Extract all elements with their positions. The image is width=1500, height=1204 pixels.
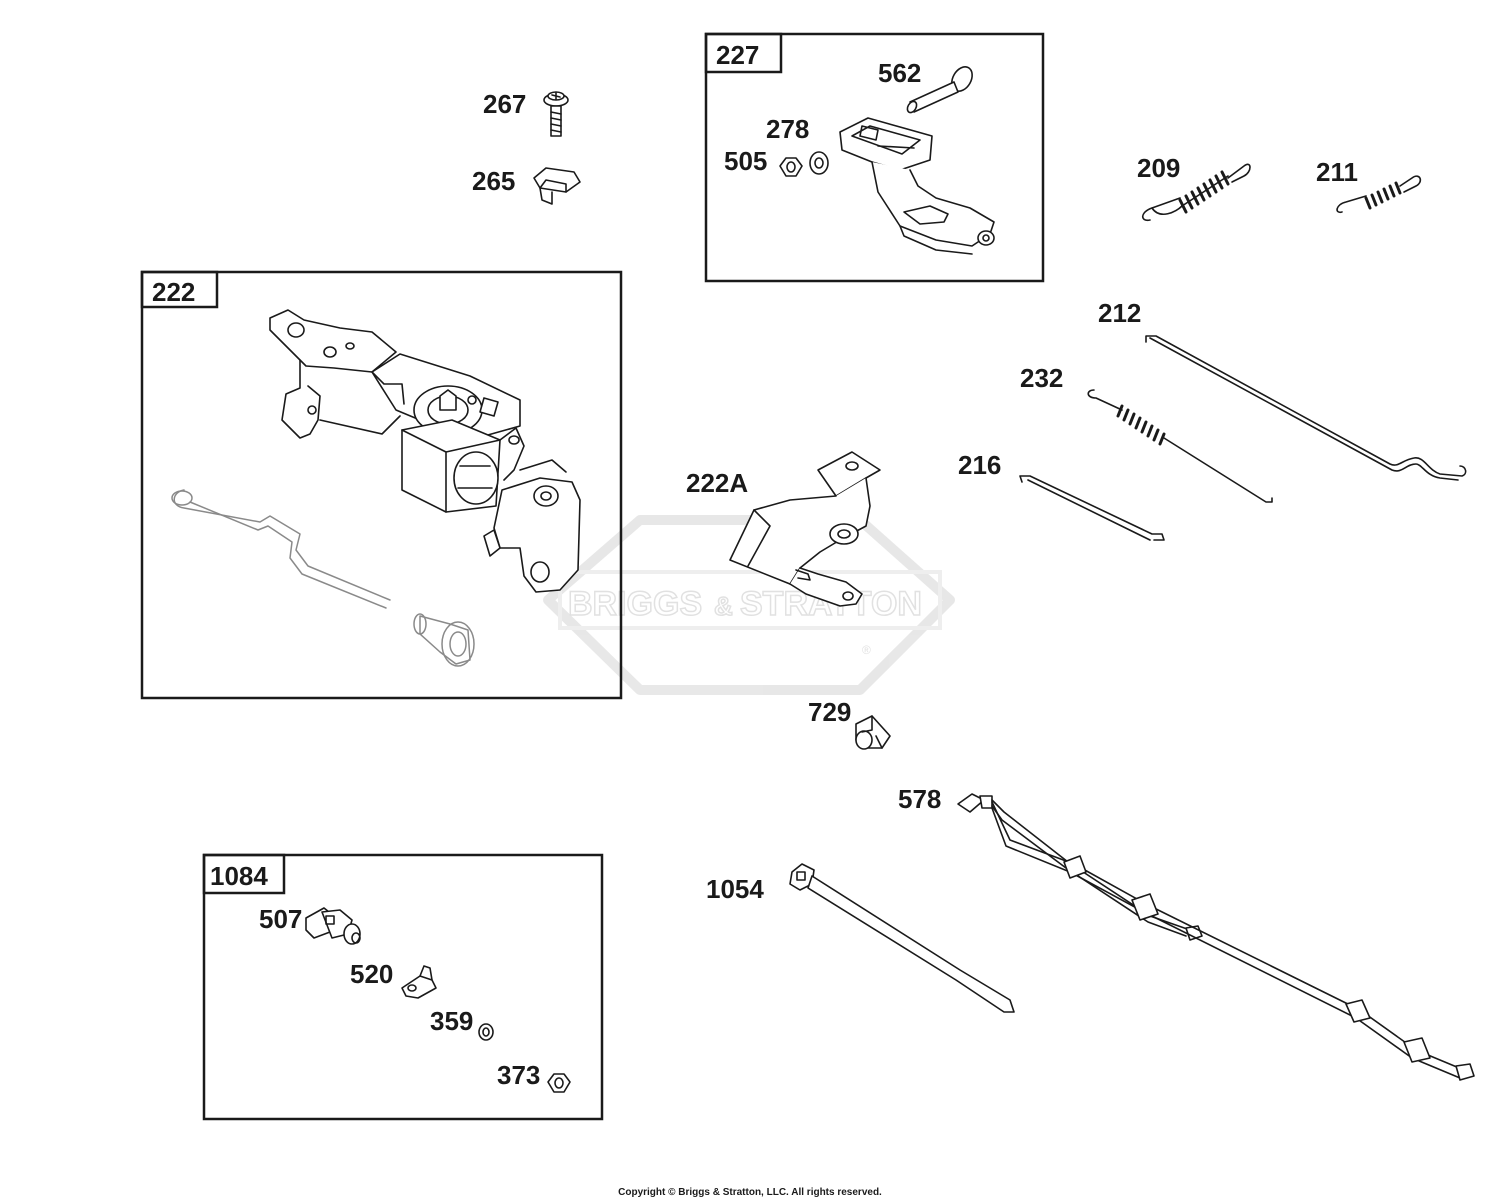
part-562-label: 562 bbox=[878, 58, 921, 88]
part-265-label: 265 bbox=[472, 166, 515, 196]
copyright-footer: Copyright © Briggs & Stratton, LLC. All … bbox=[618, 1187, 882, 1198]
group-227: 227 bbox=[704, 32, 1045, 283]
part-209-spring: 209 bbox=[1137, 153, 1251, 222]
part-520-bracket: 520 bbox=[350, 959, 437, 999]
part-1054-cable-tie: 1054 bbox=[706, 863, 1015, 1013]
part-359-lock-washer: 359 bbox=[430, 1006, 494, 1041]
part-373-label: 373 bbox=[497, 1060, 540, 1090]
part-222A-bracket: 222A bbox=[686, 451, 881, 607]
part-562-pin: 562 bbox=[878, 58, 973, 114]
part-211-label: 211 bbox=[1316, 157, 1358, 187]
part-729-clip: 729 bbox=[808, 697, 891, 750]
watermark-brand-amp: & bbox=[714, 591, 733, 621]
part-278-washer: 278 bbox=[766, 114, 829, 175]
part-359-label: 359 bbox=[430, 1006, 473, 1036]
part-505-label: 505 bbox=[724, 146, 767, 176]
part-267-label: 267 bbox=[483, 89, 526, 119]
part-578-label: 578 bbox=[898, 784, 941, 814]
watermark-registered: ® bbox=[862, 643, 871, 657]
group-222: 222 bbox=[140, 270, 623, 700]
part-211-spring: 211 bbox=[1316, 157, 1422, 214]
group-222-label: 222 bbox=[152, 277, 195, 307]
group-1084: 1084 bbox=[202, 853, 604, 1121]
part-1054-label: 1054 bbox=[706, 874, 764, 904]
group-1084-label: 1084 bbox=[210, 861, 268, 891]
part-265-clip: 265 bbox=[472, 166, 581, 205]
part-505-nut: 505 bbox=[724, 146, 803, 177]
part-278-label: 278 bbox=[766, 114, 809, 144]
part-222A-label: 222A bbox=[686, 468, 748, 498]
group-227-label: 227 bbox=[716, 40, 759, 70]
part-507-label: 507 bbox=[259, 904, 302, 934]
part-267-screw: 267 bbox=[483, 89, 569, 137]
part-232-spring-rod: 232 bbox=[1020, 363, 1273, 503]
briggs-stratton-watermark: BRIGGS & STRATTON ® bbox=[543, 515, 955, 695]
part-216-label: 216 bbox=[958, 450, 1001, 480]
part-507-switch: 507 bbox=[259, 904, 361, 945]
part-520-label: 520 bbox=[350, 959, 393, 989]
part-373-nut: 373 bbox=[497, 1060, 571, 1093]
part-578-wire-harness: 578 bbox=[898, 784, 1475, 1081]
part-212-rod: 212 bbox=[1098, 298, 1467, 481]
part-212-label: 212 bbox=[1098, 298, 1141, 328]
part-227-bracket bbox=[839, 117, 995, 255]
part-216-rod: 216 bbox=[958, 450, 1165, 541]
part-729-label: 729 bbox=[808, 697, 851, 727]
watermark-brand-left: BRIGGS bbox=[568, 585, 702, 623]
part-232-label: 232 bbox=[1020, 363, 1063, 393]
part-222-governor-assembly bbox=[171, 309, 581, 667]
part-209-label: 209 bbox=[1137, 153, 1180, 183]
